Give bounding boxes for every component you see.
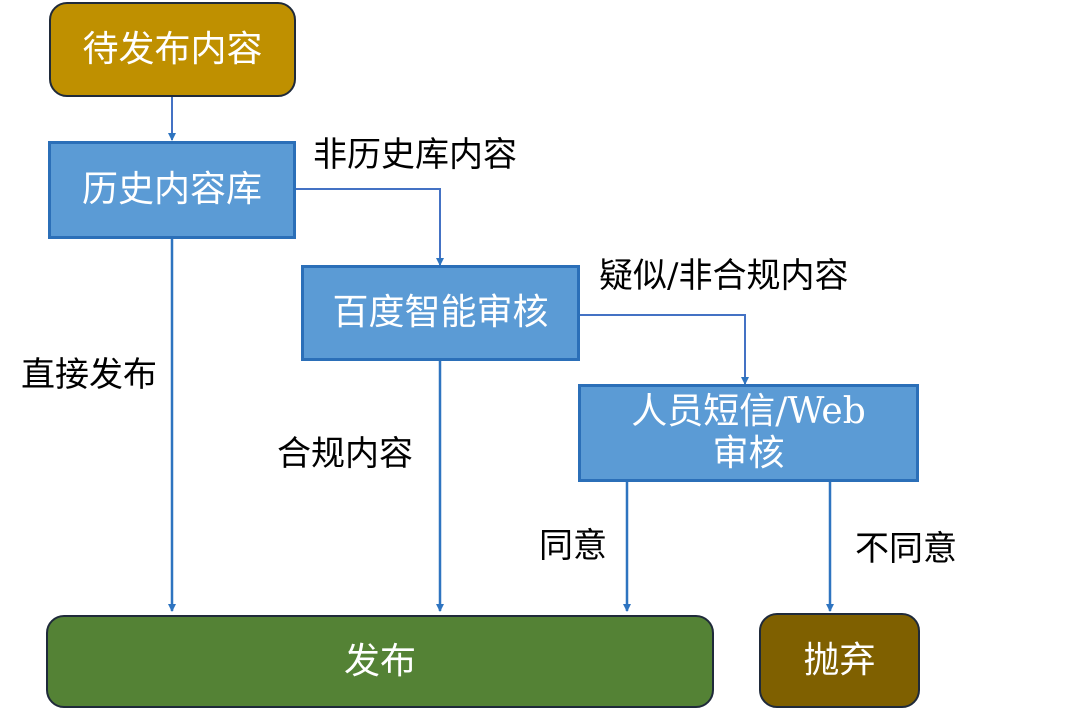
edge-label-compliant: 合规内容: [277, 434, 413, 474]
arrow-history-to-baidu: [295, 188, 444, 266]
publish-node: 发布: [46, 615, 714, 708]
discard-node: 抛弃: [759, 613, 920, 708]
edge-label-suspect: 疑似/非合规内容: [599, 256, 849, 296]
edge-label-disagree: 不同意: [855, 529, 957, 569]
pending-content-node: 待发布内容: [49, 2, 296, 97]
manual-review-node: 人员短信/Web审核: [578, 384, 919, 482]
arrow-baidu-to-manual: [579, 314, 749, 385]
baidu-review-node: 百度智能审核: [301, 265, 580, 361]
history-library-node: 历史内容库: [48, 141, 296, 239]
edge-label-non-history: 非历史库内容: [313, 135, 517, 175]
edge-label-direct-publish: 直接发布: [21, 355, 157, 395]
edge-label-agree: 同意: [539, 526, 607, 566]
